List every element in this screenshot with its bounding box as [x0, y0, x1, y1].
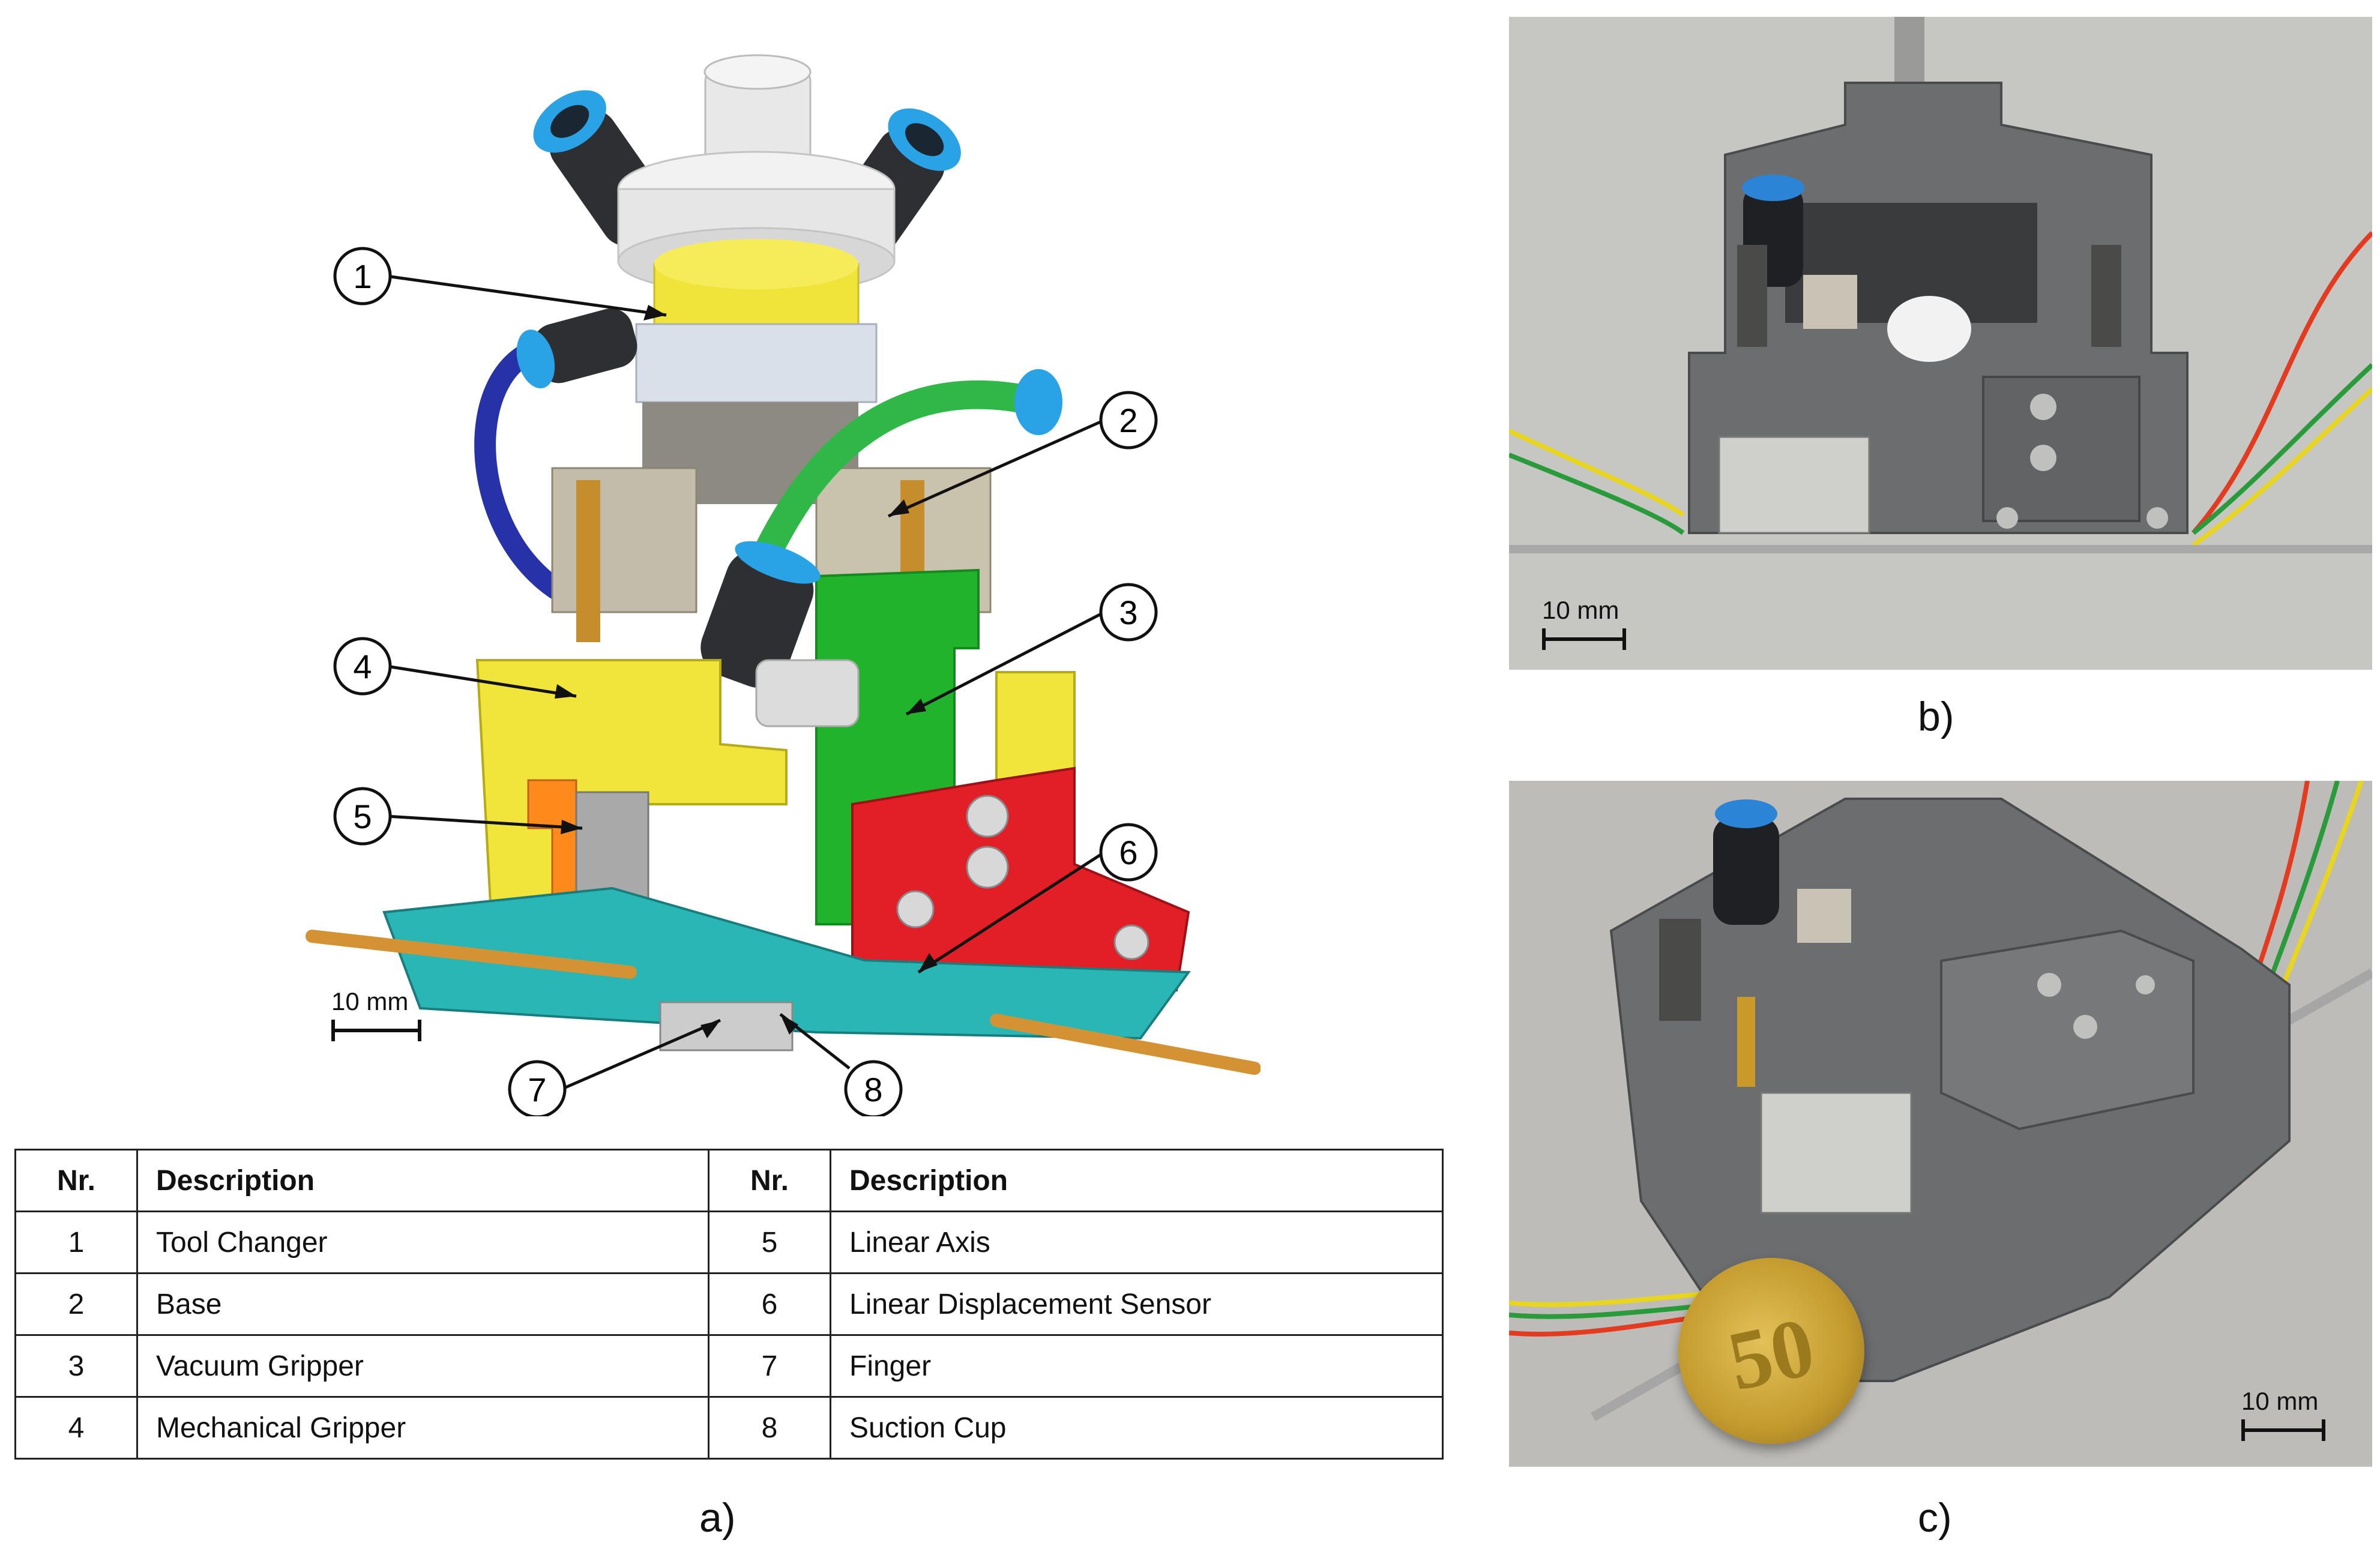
legend-row: 1 Tool Changer 5 Linear Axis	[14, 1211, 1444, 1274]
legend-left-nr: 1	[14, 1211, 138, 1274]
callout-markers	[333, 247, 1158, 1116]
coin-label: 50	[1720, 1300, 1822, 1409]
panel-label-a: a)	[699, 1495, 736, 1541]
component-legend-table: Nr. Description Nr. Description 1 Tool C…	[14, 1149, 1444, 1460]
panel-label-c: c)	[1918, 1495, 1952, 1541]
legend-right-desc: Linear Axis	[830, 1211, 1444, 1274]
hose-blue	[474, 337, 587, 611]
legend-right-desc: Finger	[830, 1334, 1444, 1398]
legend-header-row: Nr. Description Nr. Description	[14, 1149, 1444, 1212]
legend-right-nr: 8	[708, 1396, 831, 1460]
panel-label-b: b)	[1918, 694, 1954, 739]
callout-3: 3	[1119, 594, 1137, 631]
legend-left-desc: Mechanical Gripper	[136, 1396, 709, 1460]
callout-5: 5	[353, 798, 372, 835]
hose-green	[742, 380, 1053, 591]
header-nr-left: Nr.	[14, 1149, 138, 1212]
scale-bar-line-a	[331, 1020, 421, 1041]
scale-label-c: 10 mm	[2241, 1387, 2319, 1415]
photo-front-view: 10 mm	[1509, 17, 2372, 670]
scale-bar-line-c	[2241, 1419, 2325, 1441]
scale-label-b: 10 mm	[1542, 596, 1619, 624]
callout-2: 2	[1119, 402, 1137, 439]
photo-angled-view: 50 10 mm	[1509, 781, 2372, 1467]
scale-bar-line-b	[1542, 628, 1626, 650]
coin-50-cent: 50	[1678, 1258, 1864, 1444]
callout-8: 8	[864, 1071, 882, 1108]
legend-left-nr: 3	[14, 1334, 138, 1398]
callout-6: 6	[1119, 834, 1137, 871]
gripper-photo-front	[1509, 17, 2372, 670]
legend-right-desc: Suction Cup	[830, 1396, 1444, 1460]
legend-left-nr: 4	[14, 1396, 138, 1460]
legend-right-nr: 7	[708, 1334, 831, 1398]
tool-changer-ring	[635, 239, 878, 403]
legend-row: 4 Mechanical Gripper 8 Suction Cup	[14, 1396, 1444, 1460]
header-description-left: Description	[136, 1149, 709, 1212]
legend-row: 3 Vacuum Gripper 7 Finger	[14, 1334, 1444, 1398]
header-nr-right: Nr.	[708, 1149, 831, 1212]
callout-arrowheads	[555, 305, 938, 1038]
callout-leaders	[386, 274, 1106, 1091]
legend-left-desc: Vacuum Gripper	[136, 1334, 709, 1398]
legend-left-nr: 2	[14, 1272, 138, 1336]
gripper-photo-angled	[1509, 781, 2372, 1467]
scale-bar-a: 10 mm	[331, 987, 427, 1041]
legend-left-desc: Base	[136, 1272, 709, 1336]
legend-right-desc: Linear Displacement Sensor	[830, 1272, 1444, 1336]
legend-right-nr: 6	[708, 1272, 831, 1336]
mounting-plate	[306, 886, 1261, 1075]
displacement-sensor	[851, 766, 1190, 991]
callout-4: 4	[353, 648, 372, 685]
callout-1: 1	[353, 257, 372, 295]
scale-bar-b: 10 mm	[1542, 596, 1644, 650]
legend-right-nr: 5	[708, 1211, 831, 1274]
gripper-cad-render: 1 2 3 4 5 6 7 8	[306, 54, 1261, 1116]
header-description-right: Description	[830, 1149, 1444, 1212]
callout-7: 7	[528, 1071, 546, 1108]
legend-row: 2 Base 6 Linear Displacement Sensor	[14, 1272, 1444, 1336]
scale-label-a: 10 mm	[331, 987, 409, 1015]
legend-left-desc: Tool Changer	[136, 1211, 709, 1274]
scale-bar-c: 10 mm	[2241, 1387, 2349, 1441]
